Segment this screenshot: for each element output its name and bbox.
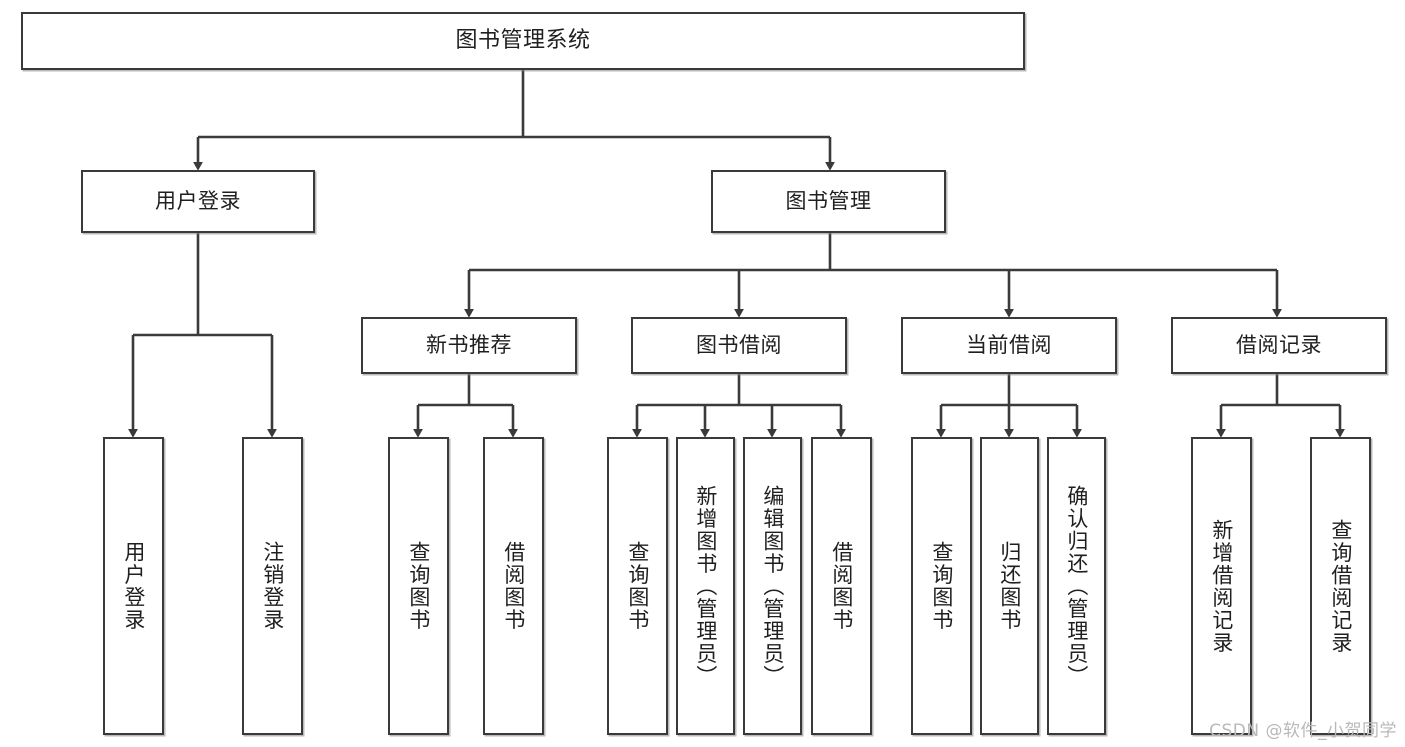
node-current-borrow[interactable]: 当前借阅 <box>901 317 1117 374</box>
node-leaf-query-book-1-label: 查询图书 <box>406 541 431 631</box>
node-leaf-confirm-return-label: 确认归还（管理员） <box>1064 484 1089 688</box>
node-leaf-borrow-book-1[interactable]: 借阅图书 <box>483 437 544 735</box>
node-leaf-borrow-book-1-label: 借阅图书 <box>501 541 526 631</box>
node-leaf-edit-book[interactable]: 编辑图书（管理员） <box>743 437 802 735</box>
edge-borrowrecord-to-leaves <box>1216 374 1345 438</box>
node-leaf-query-record[interactable]: 查询借阅记录 <box>1310 437 1371 735</box>
node-new-book-recommend-label: 新书推荐 <box>426 332 512 357</box>
node-book-manage-label: 图书管理 <box>785 188 872 213</box>
edge-currentborrow-to-leaves <box>936 374 1082 438</box>
node-leaf-query-book-2-label: 查询图书 <box>625 541 650 631</box>
node-borrow-record-label: 借阅记录 <box>1236 332 1322 357</box>
node-leaf-borrow-book-2-label: 借阅图书 <box>829 541 854 631</box>
node-leaf-user-logout[interactable]: 注销登录 <box>242 437 303 735</box>
edge-userlogin-to-leaves <box>128 233 277 438</box>
node-leaf-query-book-2[interactable]: 查询图书 <box>607 437 668 735</box>
node-leaf-return-book[interactable]: 归还图书 <box>980 437 1039 735</box>
node-book-manage[interactable]: 图书管理 <box>711 170 946 233</box>
node-book-borrow-label: 图书借阅 <box>696 332 782 357</box>
node-root-label: 图书管理系统 <box>455 27 591 53</box>
node-new-book-recommend[interactable]: 新书推荐 <box>361 317 577 374</box>
node-leaf-user-login-label: 用户登录 <box>121 541 146 631</box>
node-root[interactable]: 图书管理系统 <box>21 12 1025 70</box>
edge-newbook-to-leaves <box>413 374 518 438</box>
node-leaf-add-record-label: 新增借阅记录 <box>1209 518 1234 654</box>
node-current-borrow-label: 当前借阅 <box>966 332 1052 357</box>
node-borrow-record[interactable]: 借阅记录 <box>1171 317 1387 374</box>
node-leaf-add-book[interactable]: 新增图书（管理员） <box>676 437 735 735</box>
node-leaf-query-book-1[interactable]: 查询图书 <box>388 437 449 735</box>
node-leaf-confirm-return[interactable]: 确认归还（管理员） <box>1047 437 1106 735</box>
node-leaf-edit-book-label: 编辑图书（管理员） <box>760 484 785 688</box>
node-leaf-add-record[interactable]: 新增借阅记录 <box>1191 437 1252 735</box>
node-leaf-user-login[interactable]: 用户登录 <box>103 437 164 735</box>
csdn-watermark: CSDN @软件_小贺同学 <box>1209 721 1397 741</box>
node-leaf-return-book-label: 归还图书 <box>997 541 1022 631</box>
edge-root-to-level1 <box>193 70 835 171</box>
node-leaf-user-logout-label: 注销登录 <box>260 541 285 631</box>
node-leaf-borrow-book-2[interactable]: 借阅图书 <box>811 437 872 735</box>
node-leaf-query-book-3[interactable]: 查询图书 <box>911 437 972 735</box>
node-user-login[interactable]: 用户登录 <box>81 170 315 233</box>
node-user-login-label: 用户登录 <box>155 188 241 213</box>
node-leaf-query-record-label: 查询借阅记录 <box>1328 518 1353 654</box>
node-leaf-query-book-3-label: 查询图书 <box>929 541 954 631</box>
edge-bookmanage-to-level2 <box>464 233 1282 318</box>
edge-bookborrow-to-leaves <box>632 374 846 438</box>
node-book-borrow[interactable]: 图书借阅 <box>631 317 847 374</box>
node-leaf-add-book-label: 新增图书（管理员） <box>693 484 718 688</box>
